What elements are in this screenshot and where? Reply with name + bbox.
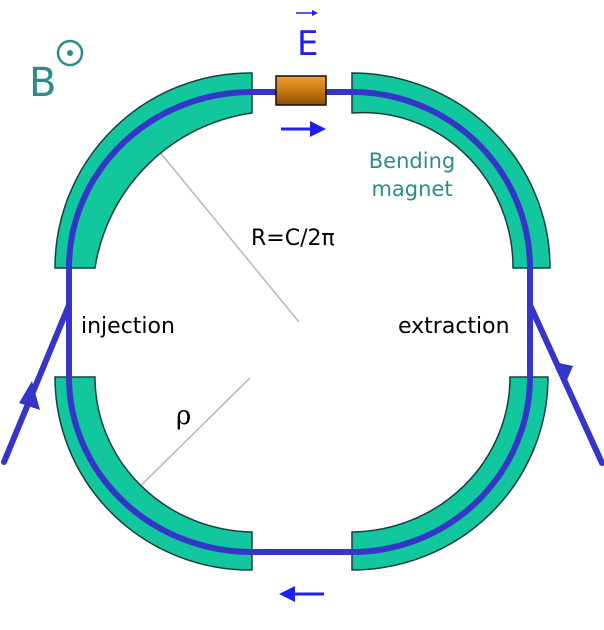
rho-label: ρ [176, 401, 191, 431]
vector-arrow-icon [296, 10, 318, 16]
extraction-label: extraction [398, 314, 510, 339]
bending-magnet-bottom-right [351, 376, 549, 571]
bending-magnet-label-line1: Bending [369, 149, 455, 173]
injection-beam-line [1, 302, 72, 465]
direction-arrow-top [281, 121, 326, 137]
rf-cavity [275, 75, 327, 106]
extraction-arrow-head [554, 362, 573, 387]
radius-formula-label: R=C/2π [251, 226, 335, 251]
beam-orbit [66, 89, 533, 555]
bending-magnet-label-line2: magnet [371, 177, 452, 201]
direction-arrow-bottom [279, 586, 324, 602]
magnetic-field-label: B [29, 60, 56, 106]
electric-field-label: E [297, 24, 318, 64]
extraction-beam-line [527, 302, 604, 466]
radius-guide-line [144, 133, 300, 323]
dot-circle-icon [56, 39, 84, 67]
bending-magnet-top-left [54, 72, 253, 269]
injection-label: injection [81, 314, 175, 339]
injection-arrow-head [19, 381, 40, 410]
